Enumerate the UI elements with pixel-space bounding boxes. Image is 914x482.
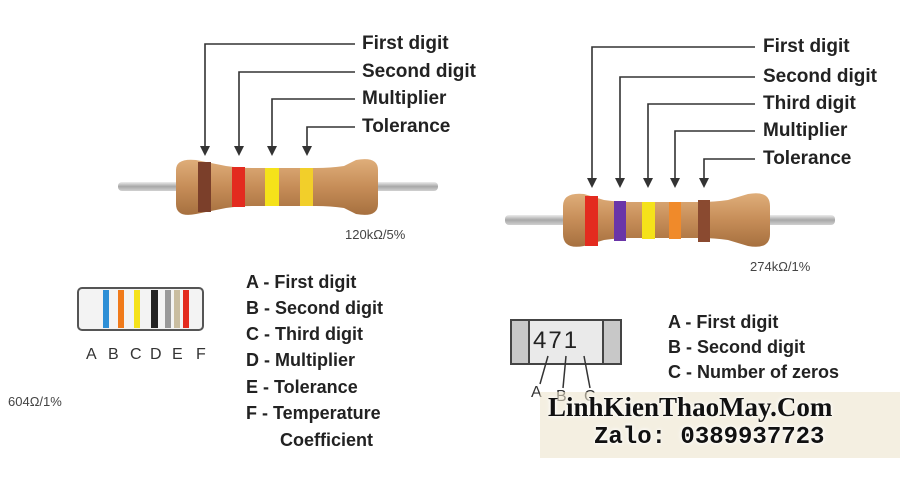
pointer-arrow — [302, 146, 312, 156]
label-tolerance: Tolerance — [362, 116, 451, 137]
band-f — [183, 290, 189, 328]
pointer-arrow — [587, 178, 597, 188]
pointer-line — [674, 130, 755, 182]
label-third-digit: Third digit — [763, 93, 856, 114]
pointer-line — [647, 103, 755, 182]
band-d — [151, 290, 158, 328]
smd-legend-c: C - Number of zeros — [668, 362, 840, 382]
resistor-5band — [505, 46, 835, 247]
band-e2 — [174, 290, 180, 328]
pointer-line — [238, 71, 355, 150]
pointer-arrow — [267, 146, 277, 156]
band-tolerance — [698, 200, 710, 242]
label-tolerance: Tolerance — [763, 148, 852, 169]
band-c — [134, 290, 140, 328]
smd-resistor — [510, 319, 622, 389]
band-first-digit — [198, 162, 211, 212]
band-multiplier — [265, 168, 279, 206]
label-multiplier: Multiplier — [763, 120, 848, 141]
label-first-digit: First digit — [763, 36, 850, 57]
watermark-phone: Zalo: 0389937723 — [594, 424, 825, 451]
band-e — [165, 290, 171, 328]
resistor-body — [77, 287, 204, 331]
band-first-digit — [585, 196, 598, 246]
pointer-line — [619, 76, 755, 182]
band-a — [103, 290, 109, 328]
pointer-line — [703, 158, 755, 182]
label-second-digit: Second digit — [763, 66, 877, 87]
pointer-arrow — [615, 178, 625, 188]
legend-e: E - Tolerance — [246, 377, 358, 397]
pointer-arrow — [643, 178, 653, 188]
pointer-arrow — [670, 178, 680, 188]
pointer-arrow — [200, 146, 210, 156]
legend-c: C - Third digit — [246, 324, 363, 344]
legend-a: A - First digit — [246, 272, 357, 292]
smd-letter-a: A — [531, 384, 542, 401]
pointer-line — [539, 355, 549, 385]
watermark-site: LinhKienThaoMay.Com — [548, 392, 833, 422]
band-multiplier — [669, 202, 681, 239]
band-second-digit — [232, 167, 245, 207]
band-letter-c: C — [130, 346, 142, 363]
smd-terminal — [602, 319, 622, 365]
label-multiplier: Multiplier — [362, 88, 447, 109]
pointer-arrow — [234, 146, 244, 156]
legend-f: F - Temperature — [246, 403, 381, 423]
resistor-value-5band: 274kΩ/1% — [750, 259, 811, 274]
smd-terminal — [510, 319, 530, 365]
pointer-line — [204, 43, 355, 150]
pointer-line — [583, 355, 591, 389]
band-second-digit — [614, 201, 626, 241]
label-second-digit: Second digit — [362, 61, 476, 82]
band-letter-e: E — [172, 346, 183, 363]
band-letter-f: F — [196, 346, 206, 363]
smd-marking: 471 — [533, 327, 580, 354]
band-letter-d: D — [150, 346, 162, 363]
legend-d: D - Multiplier — [246, 350, 355, 370]
legend-f-continued: Coefficient — [280, 430, 374, 450]
pointer-line — [306, 126, 355, 150]
band-letter-b: B — [108, 346, 119, 363]
watermark-background — [540, 392, 900, 458]
pointer-line — [562, 355, 567, 389]
smd-legend-b: B - Second digit — [668, 337, 805, 357]
resistor-6band — [77, 287, 204, 331]
band-third-digit — [642, 202, 655, 239]
resistor-value-4band: 120kΩ/5% — [345, 227, 406, 242]
legend-b: B - Second digit — [246, 298, 383, 318]
pointer-line — [591, 46, 755, 182]
smd-legend-a: A - First digit — [668, 312, 779, 332]
pointer-arrow — [699, 178, 709, 188]
resistor-value-6band: 604Ω/1% — [8, 394, 62, 409]
band-tolerance — [300, 168, 313, 206]
band-b — [118, 290, 124, 328]
label-first-digit: First digit — [362, 33, 449, 54]
band-letter-a: A — [86, 346, 97, 363]
resistor-4band — [118, 43, 438, 215]
pointer-line — [271, 98, 355, 150]
